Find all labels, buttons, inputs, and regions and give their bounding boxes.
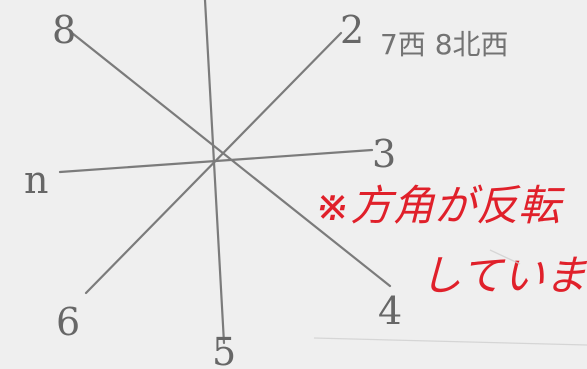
direction-number-3: 3 <box>372 132 396 176</box>
paper-marks <box>313 249 587 346</box>
red-note-line-1: ※方角が反転 <box>315 181 565 230</box>
direction-number-4: 4 <box>378 289 402 333</box>
line-7-to-3 <box>58 148 374 174</box>
direction-number-7: n <box>24 158 48 202</box>
direction-number-2: 2 <box>340 8 364 52</box>
direction-number-8: 8 <box>52 8 76 52</box>
paper-mark-2 <box>489 249 521 265</box>
vertical-line <box>203 0 226 345</box>
red-note-line-2: しています <box>420 251 587 300</box>
direction-number-6: 6 <box>56 300 80 344</box>
direction-number-5: 5 <box>212 330 236 369</box>
pencil-note: 7西 8北西 <box>380 28 509 61</box>
pencil-direction-lines <box>58 0 392 345</box>
paper-mark-1 <box>313 337 587 346</box>
